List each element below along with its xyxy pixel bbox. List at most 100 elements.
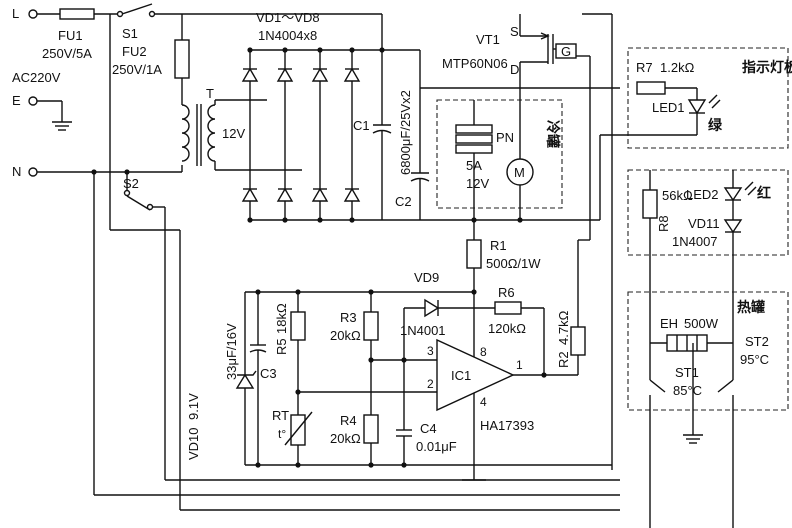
bridge-diode-5 [311, 67, 329, 82]
live-label: L [12, 6, 19, 21]
st2-value: 95°C [740, 352, 769, 367]
r1-resistor [466, 239, 482, 269]
labels: L FU1 250V/5A AC220V E N S1 FU2 250V/1A … [12, 6, 792, 460]
c3-label: C3 [260, 366, 277, 381]
cold-tank-box [436, 90, 563, 223]
bridge-diode-1 [241, 67, 259, 82]
r7-label: R7 [636, 60, 653, 75]
led1-label: LED1 [652, 100, 685, 115]
fu2-rating: 250V/1A [112, 62, 162, 77]
bridge-diode-6 [311, 187, 329, 202]
indicator-board [599, 47, 789, 300]
r5-resistor [290, 311, 306, 341]
r2-resistor [570, 326, 586, 356]
bridge-diode-2 [241, 187, 259, 202]
pin3-label: 3 [427, 344, 434, 358]
motor-label: M [514, 165, 525, 180]
live-terminal [28, 9, 38, 19]
rt-label: RT [272, 408, 289, 423]
led2-label: LED2 [686, 187, 719, 202]
vd10-zener [235, 373, 255, 389]
r4-label: R4 [340, 413, 357, 428]
pin1-label: 1 [516, 358, 523, 372]
st2-label: ST2 [745, 334, 769, 349]
bridge-label: VD1～VD8 [256, 10, 320, 25]
r8-value: 56kΩ [662, 188, 693, 203]
earth-label: E [12, 93, 21, 108]
hot-tank-outline [627, 291, 789, 411]
peltier-rating-2: 12V [466, 176, 489, 191]
bridge-diode-8 [343, 187, 361, 202]
ic1-label: IC1 [451, 368, 471, 383]
r8-resistor [642, 189, 658, 219]
hot-tank-box [627, 291, 789, 528]
st2-thermostat [717, 379, 734, 393]
st1-thermostat [649, 379, 666, 393]
r6-label: R6 [498, 285, 515, 300]
led1-color: 绿 [708, 117, 723, 133]
neutral-label: N [12, 164, 21, 179]
fu1-label: FU1 [58, 28, 83, 43]
secondary-winding [207, 104, 216, 162]
control-circuit [235, 55, 612, 481]
rt-symbol: t° [278, 427, 286, 441]
bridge-diode-3 [276, 67, 294, 82]
r1-label: R1 [490, 238, 507, 253]
c2-label: C2 [395, 194, 412, 209]
c4-label: C4 [420, 421, 437, 436]
r2-value: 4.7kΩ [556, 310, 571, 345]
vd9-label: VD9 [414, 270, 439, 285]
filter-capacitors [372, 14, 620, 220]
drain-label: D [510, 62, 519, 77]
mosfet-vt1 [519, 13, 613, 470]
vd9-diode [424, 298, 440, 318]
mains-input [28, 3, 620, 511]
vd11-diode [723, 219, 743, 234]
vd10-label: VD10 [186, 427, 201, 460]
c3-value: 33μF/16V [224, 323, 239, 380]
vd11-label: VD11 [688, 216, 720, 231]
c1-label: C1 [353, 118, 370, 133]
c4-value: 0.01μF [416, 439, 457, 454]
r3-value: 20kΩ [330, 328, 361, 343]
pin8-label: 8 [480, 345, 487, 359]
gate-label: G [561, 44, 571, 59]
ic1-part: HA17393 [480, 418, 534, 433]
s1-label: S1 [122, 26, 138, 41]
s1-switch-blade [121, 3, 153, 15]
peltier-element [455, 124, 493, 134]
pin2-label: 2 [427, 377, 434, 391]
r5-value: 18kΩ [274, 303, 289, 334]
s2-label: S2 [123, 176, 139, 191]
cold-tank-label: 冷罐 [545, 120, 561, 148]
vd10-value: 9.1V [186, 393, 201, 420]
neutral-terminal [28, 167, 38, 177]
led2-color: 红 [757, 185, 771, 201]
st1-value: 85°C [673, 383, 702, 398]
vd11-part: 1N4007 [672, 234, 718, 249]
primary-winding [181, 104, 190, 162]
r3-label: R3 [340, 310, 357, 325]
fu1-fuse [59, 8, 95, 20]
vt1-part: MTP60N06 [442, 56, 508, 71]
vt1-label: VT1 [476, 32, 500, 47]
r6-resistor [494, 301, 522, 315]
transformer-label: T [206, 86, 214, 101]
led1-diode [687, 99, 707, 115]
led2-diode [723, 187, 743, 202]
gate-box [555, 43, 577, 59]
ac-label: AC220V [12, 70, 61, 85]
bridge-diode-4 [276, 187, 294, 202]
indicator-board-lower [627, 169, 789, 256]
bridge-rectifier [241, 47, 600, 223]
peltier-label: PN [496, 130, 514, 145]
r4-resistor [363, 414, 379, 444]
st1-label: ST1 [675, 365, 699, 380]
s1-contact-a [116, 10, 124, 18]
bridge-part: 1N4004x8 [258, 28, 317, 43]
c1-plate-bottom [372, 129, 392, 134]
indicator-board-outline [627, 47, 789, 149]
pin4-label: 4 [480, 395, 487, 409]
bridge-diode-7 [343, 67, 361, 82]
